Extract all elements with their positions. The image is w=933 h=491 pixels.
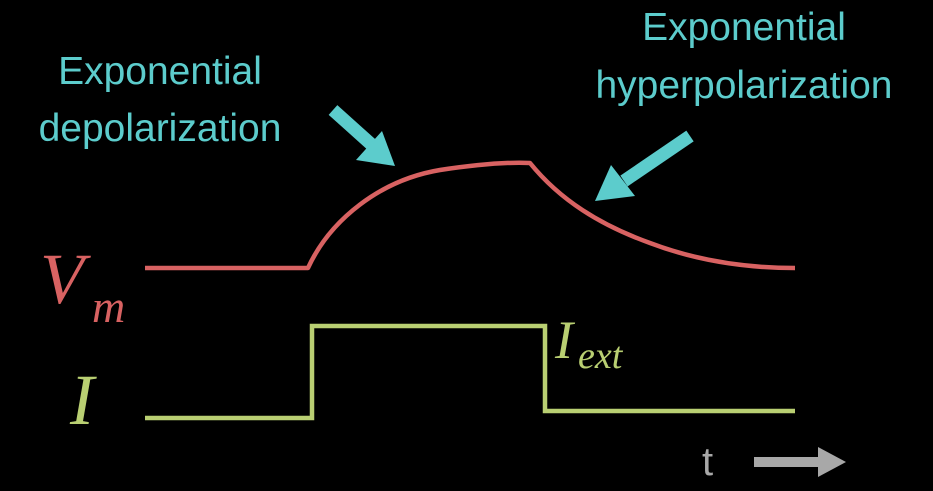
- arrow-down-left-icon: [595, 130, 694, 201]
- depolarization-label-line2: depolarization: [39, 107, 282, 150]
- current-trace: [145, 323, 795, 421]
- arrow-down-right-icon: [328, 105, 395, 166]
- vm-label: V m: [40, 239, 125, 332]
- arrow-right-icon: [754, 447, 846, 477]
- voltage-trace: [145, 160, 796, 271]
- current-symbol: I: [69, 360, 97, 440]
- hyperpolarization-label-line1: Exponential: [642, 6, 846, 49]
- hyperpolarization-label-line2: hyperpolarization: [595, 64, 892, 107]
- depolarization-label-line1: Exponential: [58, 50, 262, 93]
- time-label: t: [702, 440, 713, 484]
- vm-subscript: m: [92, 281, 125, 332]
- vm-symbol: V: [40, 239, 91, 319]
- iext-symbol: I: [554, 310, 576, 370]
- iext-subscript: ext: [578, 335, 624, 377]
- iext-label: I ext: [554, 310, 624, 377]
